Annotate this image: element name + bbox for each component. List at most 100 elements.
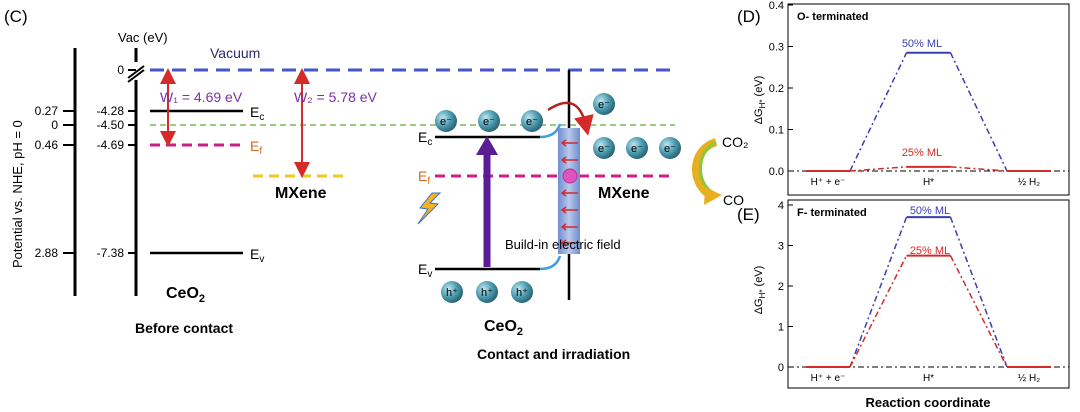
energy-connector-line — [949, 216, 1008, 368]
panel-c: (C) Potential vs. NHE, pH = 0 0.27 0 0.4… — [4, 7, 748, 362]
ef-label: Ef — [250, 138, 262, 157]
panel-d-title: O- terminated — [797, 11, 869, 23]
axis-break-mark — [127, 69, 145, 83]
ceo2-label-contact: CeO2 — [484, 318, 523, 338]
energy-connector-line — [849, 52, 908, 172]
electron-sphere — [593, 137, 615, 159]
hole-sphere — [476, 281, 498, 303]
panel-d-label: (D) — [737, 7, 761, 26]
vac-tick-label: -4.50 — [97, 118, 125, 132]
y-tick-label: 2 — [778, 281, 784, 293]
electron-transfer-arrow — [547, 101, 594, 136]
y-tick-label: 0.2 — [769, 83, 784, 95]
panel-d-frame — [787, 3, 1070, 196]
panel-e-title: F- terminated — [797, 207, 867, 219]
electron-sphere — [593, 93, 615, 115]
vac-tick-label: -7.38 — [97, 246, 125, 260]
hole-symbol: h⁺ — [516, 287, 528, 299]
mxene-electrons: e⁻ e⁻ e⁻ e⁻ — [593, 93, 681, 159]
energy-connector-line — [950, 166, 1008, 172]
electron-sphere — [626, 137, 648, 159]
panel-d-ylabel: ΔGH* (eV) — [753, 76, 767, 125]
hole-sphere — [511, 281, 533, 303]
w2-label: W₂ = 5.78 eV — [294, 89, 378, 105]
light-bolt-icon — [417, 192, 442, 225]
nhe-tick-label: 0 — [51, 118, 58, 132]
hole-symbol: h⁺ — [481, 287, 493, 299]
electron-symbol: e⁻ — [483, 116, 495, 128]
energy-connector-line — [949, 52, 1008, 172]
ceo2-label-before: CeO2 — [166, 285, 205, 305]
electron-sphere — [478, 110, 500, 132]
ev-label: Ev — [250, 246, 264, 265]
vac-axis-title: Vac (eV) — [118, 30, 168, 45]
electron-symbol: e⁻ — [631, 143, 643, 155]
before-contact-caption: Before contact — [135, 320, 233, 336]
y-tick-label: 1 — [778, 322, 784, 334]
ev-band-bending — [539, 255, 562, 271]
x-category-label: ½ H₂ — [1018, 177, 1040, 188]
energy-connector-line — [849, 255, 908, 368]
panel-c-label: (C) — [4, 7, 28, 26]
nhe-tick-label: 0.27 — [35, 104, 59, 118]
ev-label-contact: Ev — [418, 261, 432, 280]
electron-sphere — [435, 110, 457, 132]
vac-tick-label: -4.28 — [97, 104, 125, 118]
y-tick-label: 0.1 — [769, 125, 784, 137]
panel-e-label: (E) — [737, 205, 760, 224]
ef-label-contact: Ef — [418, 168, 430, 187]
panel-d-chart: O- terminated ΔGH* (eV) 0.00.10.20.30.4H… — [753, 0, 1070, 196]
annotation-50ml: 50% ML — [902, 38, 942, 50]
mxene-label-before: MXene — [275, 185, 327, 202]
y-tick-label: 4 — [778, 200, 784, 212]
ec-label: Ec — [250, 104, 264, 123]
nhe-ticks: 0.27 0 0.46 2.88 — [35, 104, 75, 260]
annotation-50ml: 50% ML — [910, 205, 950, 217]
co-label: CO — [723, 192, 744, 208]
fermi-contact-dot — [562, 168, 578, 184]
field-arrows — [560, 139, 578, 247]
vac-tick-label: -4.69 — [97, 138, 125, 152]
ceo2-holes: h⁺ h⁺ h⁺ — [441, 281, 533, 303]
electron-sphere — [521, 110, 543, 132]
x-category-label: H⁺ + e⁻ — [811, 177, 846, 188]
x-category-label: H* — [923, 373, 934, 384]
w1-label: W₁ = 4.69 eV — [160, 89, 243, 105]
hole-symbol: h⁺ — [446, 287, 458, 299]
energy-connector-line — [849, 216, 908, 368]
axis-break-mark — [127, 65, 145, 79]
nhe-tick-label: 2.88 — [35, 246, 59, 260]
vac-tick-label: 0 — [117, 63, 124, 77]
electron-symbol: e⁻ — [664, 143, 676, 155]
y-tick-label: 0.0 — [769, 166, 784, 178]
annotation-25ml: 25% ML — [902, 147, 942, 159]
panel-d-plot: 0.00.10.20.30.4H⁺ + e⁻H*½ H₂ — [769, 0, 1069, 188]
energy-connector-line — [849, 166, 907, 172]
y-tick-label: 0.4 — [769, 0, 784, 12]
panel-e-ylabel: ΔGH* (eV) — [753, 266, 767, 315]
electron-symbol: e⁻ — [440, 116, 452, 128]
co2-label: CO₂ — [722, 134, 748, 150]
ec-label-contact: Ec — [418, 129, 432, 148]
annotation-25ml: 25% ML — [910, 245, 950, 257]
electron-sphere — [659, 137, 681, 159]
electric-field-bar — [558, 128, 580, 254]
vac-ticks: 0 -4.28 -4.50 -4.69 -7.38 — [97, 63, 136, 260]
contact-caption: Contact and irradiation — [477, 346, 630, 362]
ec-band-bending — [539, 123, 562, 139]
electron-symbol: e⁻ — [598, 99, 610, 111]
electric-field-label: Build-in electric field — [505, 237, 621, 252]
ceo2-electrons: e⁻ e⁻ e⁻ — [435, 110, 543, 132]
y-tick-label: 0 — [778, 362, 784, 374]
co2-reduction-arrow-head — [704, 187, 722, 205]
panel-e-frame — [787, 199, 1070, 389]
nhe-axis-title: Potential vs. NHE, pH = 0 — [10, 120, 25, 268]
y-tick-label: 3 — [778, 241, 784, 253]
electron-symbol: e⁻ — [598, 143, 610, 155]
mxene-label-contact: MXene — [598, 185, 650, 202]
nhe-tick-label: 0.46 — [35, 138, 59, 152]
x-axis-title: Reaction coordinate — [866, 395, 991, 410]
